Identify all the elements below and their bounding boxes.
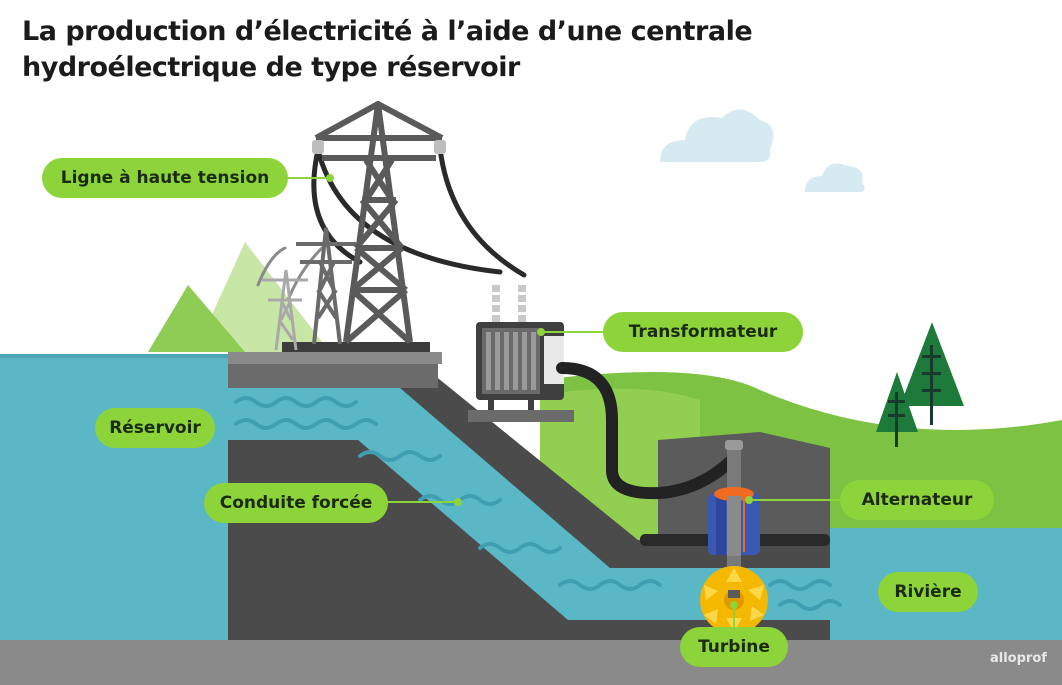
power-line-cables: [311, 145, 527, 278]
label-alternateur: Alternateur: [840, 480, 994, 520]
label-riviere: Rivière: [878, 572, 978, 612]
pylon-icon-medium: [296, 227, 356, 345]
alloprof-logo: alloprof: [990, 651, 1047, 666]
label-conduite-forcee: Conduite forcée: [204, 483, 388, 523]
label-reservoir: Réservoir: [95, 408, 215, 448]
mountains: [148, 242, 330, 352]
label-transformateur: Transformateur: [603, 312, 803, 352]
turbine-icon: [700, 566, 768, 634]
pylon-icon-large: [314, 101, 444, 345]
page-title: La production d’électricité à l’aide d’u…: [22, 14, 922, 86]
tree-icon: [876, 322, 964, 447]
label-turbine: Turbine: [680, 627, 788, 667]
reservoir-water: [0, 354, 232, 640]
label-ligne-haute-tension: Ligne à haute tension: [42, 158, 288, 198]
powerhouse: [640, 432, 830, 546]
transformer-icon: [468, 285, 574, 422]
alternator-icon: [708, 440, 760, 590]
cloud-icon: [660, 109, 774, 162]
power-cable: [556, 362, 738, 500]
ground: [0, 640, 1062, 685]
penstock: [228, 388, 842, 620]
cloud-icon-small: [805, 163, 865, 192]
title-line-1: La production d’électricité à l’aide d’u…: [22, 16, 753, 47]
title-line-2: hydroélectrique de type réservoir: [22, 52, 520, 83]
pylon-icon-small: [262, 269, 308, 351]
